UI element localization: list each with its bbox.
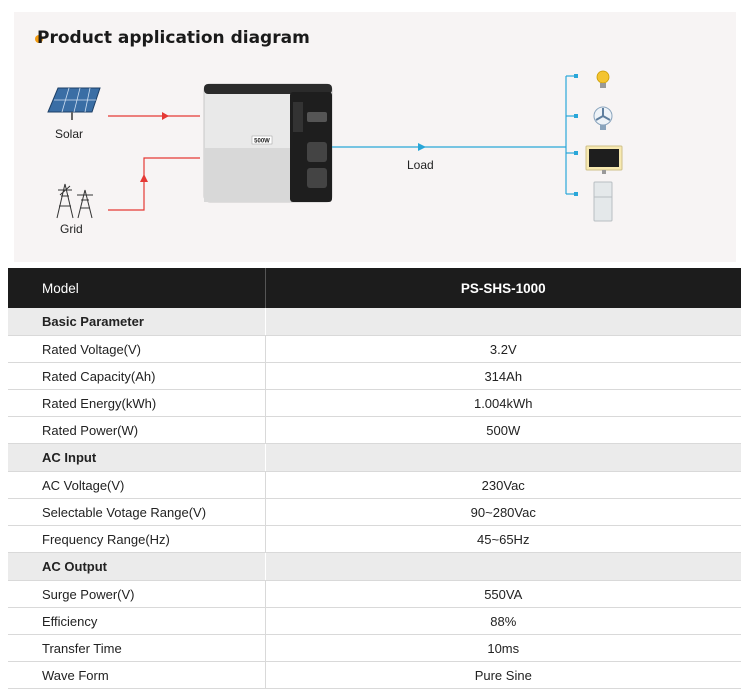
table-row: Rated Capacity(Ah)314Ah [8,362,741,390]
table-row: Rated Energy(kWh)1.004kWh [8,389,741,417]
param-value: Pure Sine [264,661,741,689]
section-filler [264,443,741,472]
table-row: Surge Power(V)550VA [8,580,741,608]
fridge-icon [593,181,613,222]
grid-label: Grid [60,222,83,236]
grid-tower-icon [56,183,93,219]
table-row: Frequency Range(Hz)45~65Hz [8,525,741,553]
param-value: 230Vac [264,471,741,499]
svg-text:500W: 500W [254,139,270,145]
param-label: AC Voltage(V) [8,471,265,499]
param-label: Rated Voltage(V) [8,335,265,363]
param-value: 88% [264,607,741,635]
section-title: AC Input [8,443,265,472]
param-value: 45~65Hz [264,525,741,553]
param-value: 1.004kWh [264,389,741,417]
param-label: Wave Form [8,661,265,689]
table-row: Selectable Votage Range(V)90~280Vac [8,498,741,526]
solar-label: Solar [55,127,84,141]
table-header-row: Model PS-SHS-1000 [8,268,741,308]
param-value: 314Ah [264,362,741,390]
param-value: 500W [264,416,741,444]
light-bulb-icon [596,70,610,88]
table-row: Rated Voltage(V)3.2V [8,335,741,363]
param-label: Frequency Range(Hz) [8,525,265,553]
section-filler [264,552,741,581]
load-lines [332,74,578,196]
param-label: Selectable Votage Range(V) [8,498,265,526]
input-lines [108,112,200,211]
power-station-image: 500W [203,83,333,203]
table-row: Rated Power(W)500W [8,416,741,444]
solar-panel-icon [47,87,101,120]
param-value: 550VA [264,580,741,608]
param-label: Transfer Time [8,634,265,662]
title-bullet [35,35,43,43]
load-label: Load [407,158,434,172]
diagram-art: 500W [47,70,623,222]
diagram-title: Product application diagram [37,28,310,48]
fan-icon [593,106,613,130]
application-diagram [14,12,736,262]
tv-icon [585,145,623,174]
param-label: Rated Power(W) [8,416,265,444]
section-header-row: AC Input [8,443,741,472]
header-label: Model [8,268,265,308]
table-row: AC Voltage(V)230Vac [8,471,741,499]
param-value: 90~280Vac [264,498,741,526]
param-label: Efficiency [8,607,265,635]
param-label: Surge Power(V) [8,580,265,608]
section-filler [264,308,741,336]
param-label: Rated Capacity(Ah) [8,362,265,390]
param-label: Rated Energy(kWh) [8,389,265,417]
section-header-row: AC Output [8,552,741,581]
param-value: 3.2V [264,335,741,363]
section-title: Basic Parameter [8,308,265,336]
param-value: 10ms [264,634,741,662]
header-model-value: PS-SHS-1000 [264,268,741,308]
section-header-row: Basic Parameter [8,308,741,336]
section-title: AC Output [8,552,265,581]
